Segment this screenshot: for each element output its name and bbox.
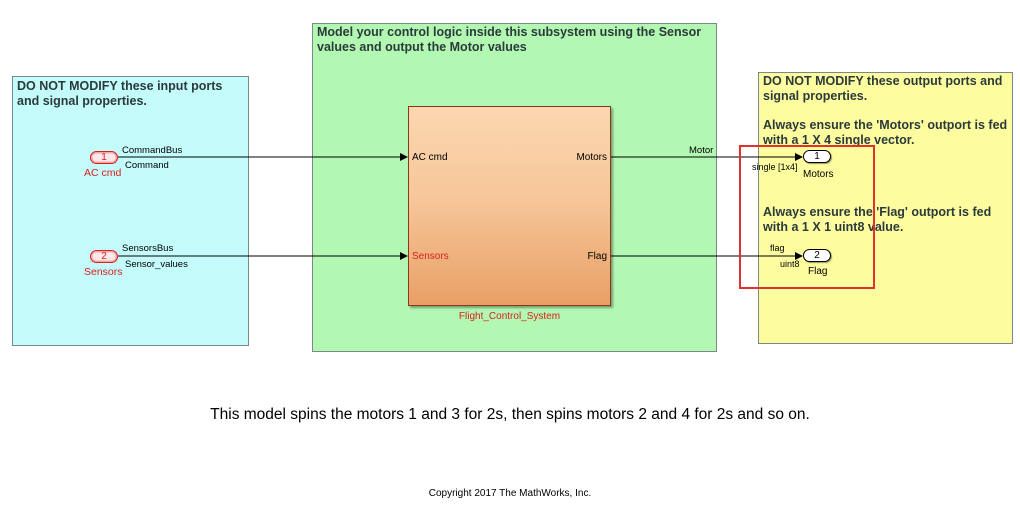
- flight-control-subsystem[interactable]: AC cmd Sensors Motors Flag: [408, 106, 611, 306]
- flag-signal-type: uint8: [780, 259, 800, 269]
- flag-signal-label: flag: [770, 243, 785, 253]
- flag-note: Always ensure the 'Flag' outport is fed …: [763, 205, 992, 234]
- subsystem-input-ac-cmd: AC cmd: [412, 152, 448, 163]
- copyright-notice: Copyright 2017 The MathWorks, Inc.: [428, 488, 592, 499]
- output-ports-area: DO NOT MODIFY these output ports and sig…: [758, 72, 1013, 344]
- inport-2-bus: SensorsBus: [122, 243, 174, 254]
- inport-2-signal: Sensor_values: [125, 259, 188, 270]
- outputs-note: DO NOT MODIFY these output ports and sig…: [763, 74, 1003, 103]
- outport-2[interactable]: 2: [803, 249, 831, 262]
- outport-2-name: Flag: [808, 266, 828, 277]
- inport-1-bus: CommandBus: [122, 145, 183, 156]
- logic-note: Model your control logic inside this sub…: [317, 25, 702, 54]
- subsystem-output-flag: Flag: [587, 251, 607, 262]
- outport-1-name: Motors: [803, 169, 834, 180]
- inport-2[interactable]: 2: [90, 250, 118, 263]
- motor-signal-label: Motor: [689, 145, 714, 156]
- outport-1[interactable]: 1: [803, 150, 831, 163]
- inport-2-name: Sensors: [84, 266, 123, 278]
- subsystem-output-motors: Motors: [576, 152, 607, 163]
- inport-1-signal: Command: [125, 160, 169, 171]
- inputs-note: DO NOT MODIFY these input ports and sign…: [17, 79, 223, 108]
- input-ports-area: DO NOT MODIFY these input ports and sign…: [12, 76, 249, 346]
- subsystem-name: Flight_Control_System: [458, 311, 561, 322]
- motors-note: Always ensure the 'Motors' outport is fe…: [763, 118, 1008, 147]
- subsystem-input-sensors: Sensors: [412, 251, 449, 262]
- motor-signal-type: single [1x4]: [752, 162, 798, 172]
- inport-1[interactable]: 1: [90, 151, 118, 164]
- inport-1-name: AC cmd: [84, 167, 122, 179]
- highlight-rectangle: [739, 145, 875, 289]
- model-description: This model spins the motors 1 and 3 for …: [210, 406, 810, 423]
